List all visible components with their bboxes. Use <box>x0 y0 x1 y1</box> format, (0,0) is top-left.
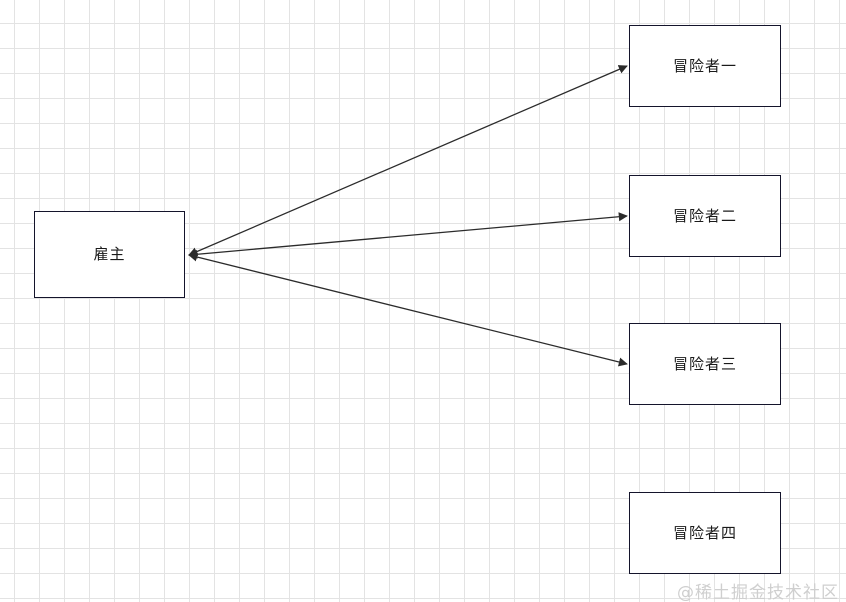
node-employer-label: 雇主 <box>93 245 126 263</box>
node-adventurer-2-label: 冒险者二 <box>672 206 737 225</box>
node-adventurer-4[interactable]: 冒险者四 <box>629 492 781 574</box>
edge-employer-adventurer-2 <box>188 212 628 259</box>
node-adventurer-1[interactable]: 冒险者一 <box>629 25 781 107</box>
node-adventurer-4-label: 冒险者四 <box>672 523 737 542</box>
node-adventurer-3-label: 冒险者三 <box>672 354 737 373</box>
edge-employer-adventurer-1 <box>188 65 628 256</box>
watermark-label: @稀土掘金技术社区 <box>677 583 839 602</box>
node-employer[interactable]: 雇主 <box>34 211 185 298</box>
node-adventurer-1-label: 冒险者一 <box>672 56 737 75</box>
node-adventurer-3[interactable]: 冒险者三 <box>629 323 781 405</box>
edge-employer-adventurer-3 <box>188 252 628 367</box>
node-adventurer-2[interactable]: 冒险者二 <box>629 175 781 257</box>
